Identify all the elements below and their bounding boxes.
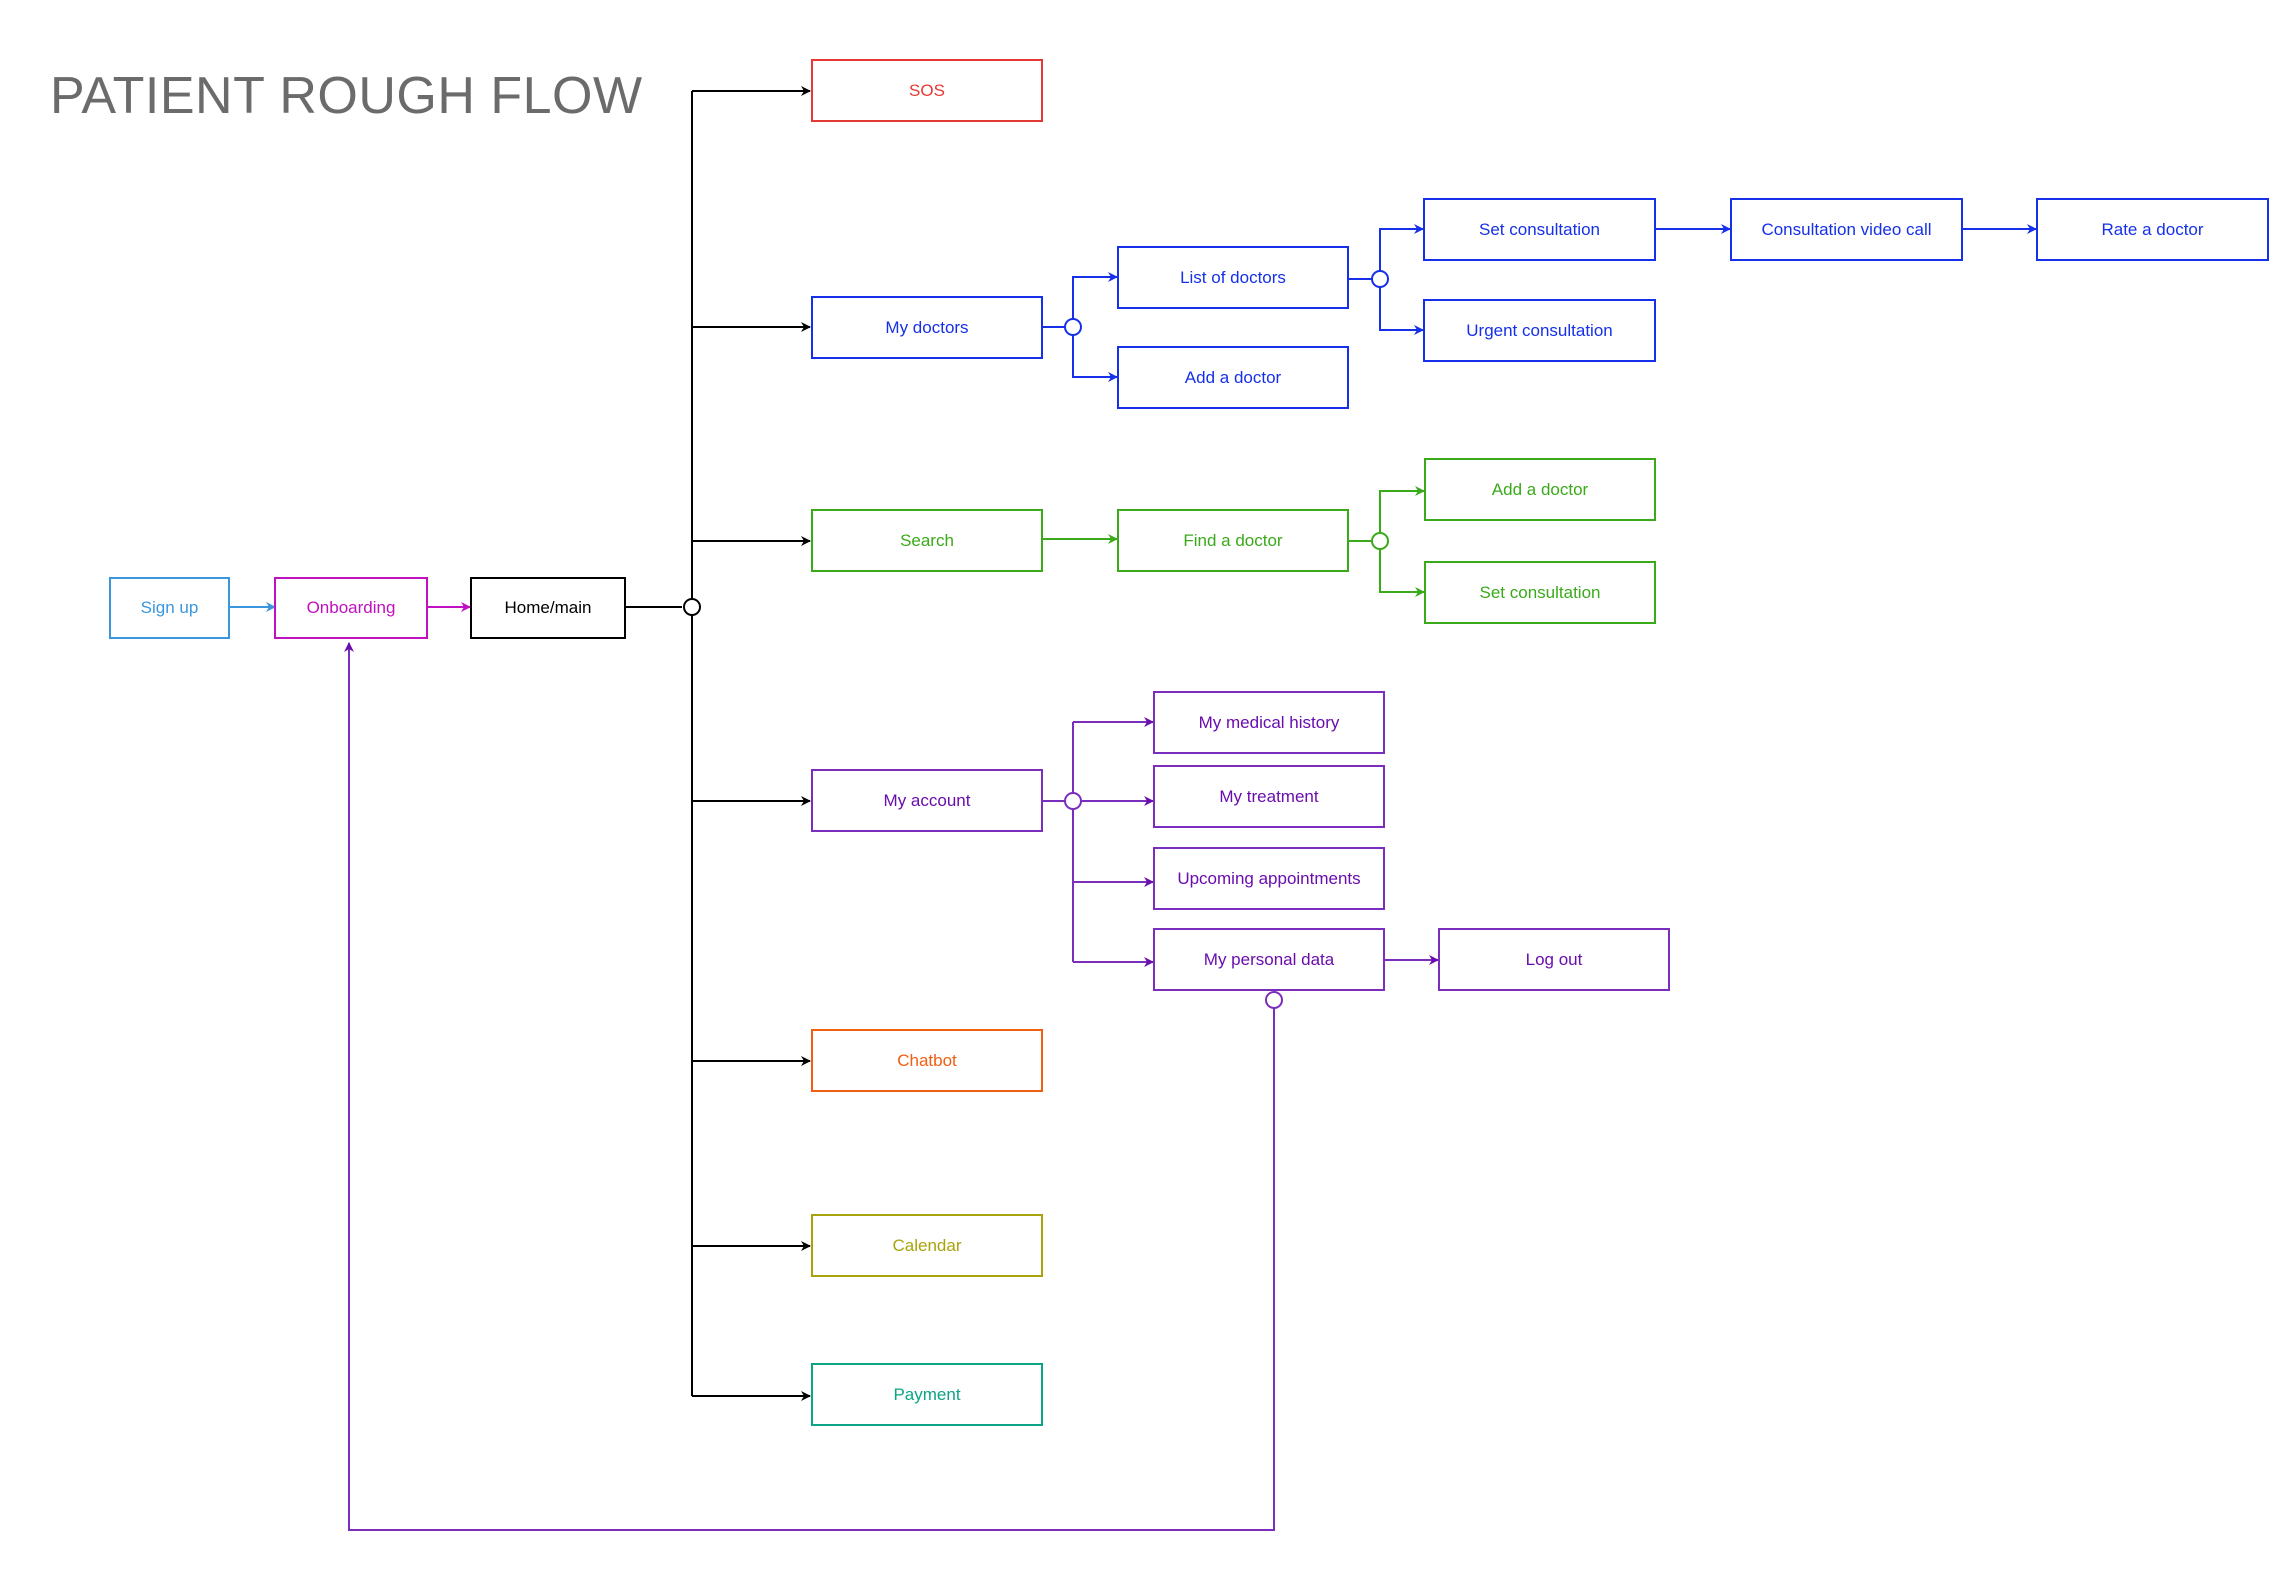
node-home-main[interactable]: Home/main xyxy=(470,577,626,639)
node-upcoming-appointments[interactable]: Upcoming appointments xyxy=(1153,847,1385,910)
edge-find-add xyxy=(1379,486,1425,533)
junction-list xyxy=(1371,270,1389,288)
node-rate-a-doctor[interactable]: Rate a doctor xyxy=(2036,198,2269,261)
node-set-consultation[interactable]: Set consultation xyxy=(1423,198,1656,261)
node-search[interactable]: Search xyxy=(811,509,1043,572)
junction-mydoctors xyxy=(1064,318,1082,336)
junction-personal xyxy=(1265,991,1283,1009)
page-title: PATIENT ROUGH FLOW xyxy=(50,67,643,125)
node-urgent-consultation[interactable]: Urgent consultation xyxy=(1423,299,1656,362)
node-set-consultation-search[interactable]: Set consultation xyxy=(1424,561,1656,624)
node-calendar[interactable]: Calendar xyxy=(811,1214,1043,1277)
junction-find xyxy=(1371,532,1389,550)
node-my-personal-data[interactable]: My personal data xyxy=(1153,928,1385,991)
edge-list-urgent xyxy=(1379,287,1424,335)
node-my-medical-history[interactable]: My medical history xyxy=(1153,691,1385,754)
edge-mydoctors-add xyxy=(1072,335,1118,382)
node-my-treatment[interactable]: My treatment xyxy=(1153,765,1385,828)
node-log-out[interactable]: Log out xyxy=(1438,928,1670,991)
junction-myaccount xyxy=(1064,792,1082,810)
node-onboarding[interactable]: Onboarding xyxy=(274,577,428,639)
junction-home xyxy=(683,598,701,616)
node-chatbot[interactable]: Chatbot xyxy=(811,1029,1043,1092)
edge-personal-onboarding xyxy=(344,642,1275,1531)
edge-find-setconsult xyxy=(1379,549,1425,597)
node-sign-up[interactable]: Sign up xyxy=(109,577,230,639)
node-add-a-doctor-search[interactable]: Add a doctor xyxy=(1424,458,1656,521)
node-list-of-doctors[interactable]: List of doctors xyxy=(1117,246,1349,309)
node-add-a-doctor[interactable]: Add a doctor xyxy=(1117,346,1349,409)
edge-list-setconsult xyxy=(1379,224,1424,271)
node-sos[interactable]: SOS xyxy=(811,59,1043,122)
edge-mydoctors-list xyxy=(1072,272,1118,319)
node-my-doctors[interactable]: My doctors xyxy=(811,296,1043,359)
node-my-account[interactable]: My account xyxy=(811,769,1043,832)
node-consultation-video-call[interactable]: Consultation video call xyxy=(1730,198,1963,261)
node-find-a-doctor[interactable]: Find a doctor xyxy=(1117,509,1349,572)
node-payment[interactable]: Payment xyxy=(811,1363,1043,1426)
